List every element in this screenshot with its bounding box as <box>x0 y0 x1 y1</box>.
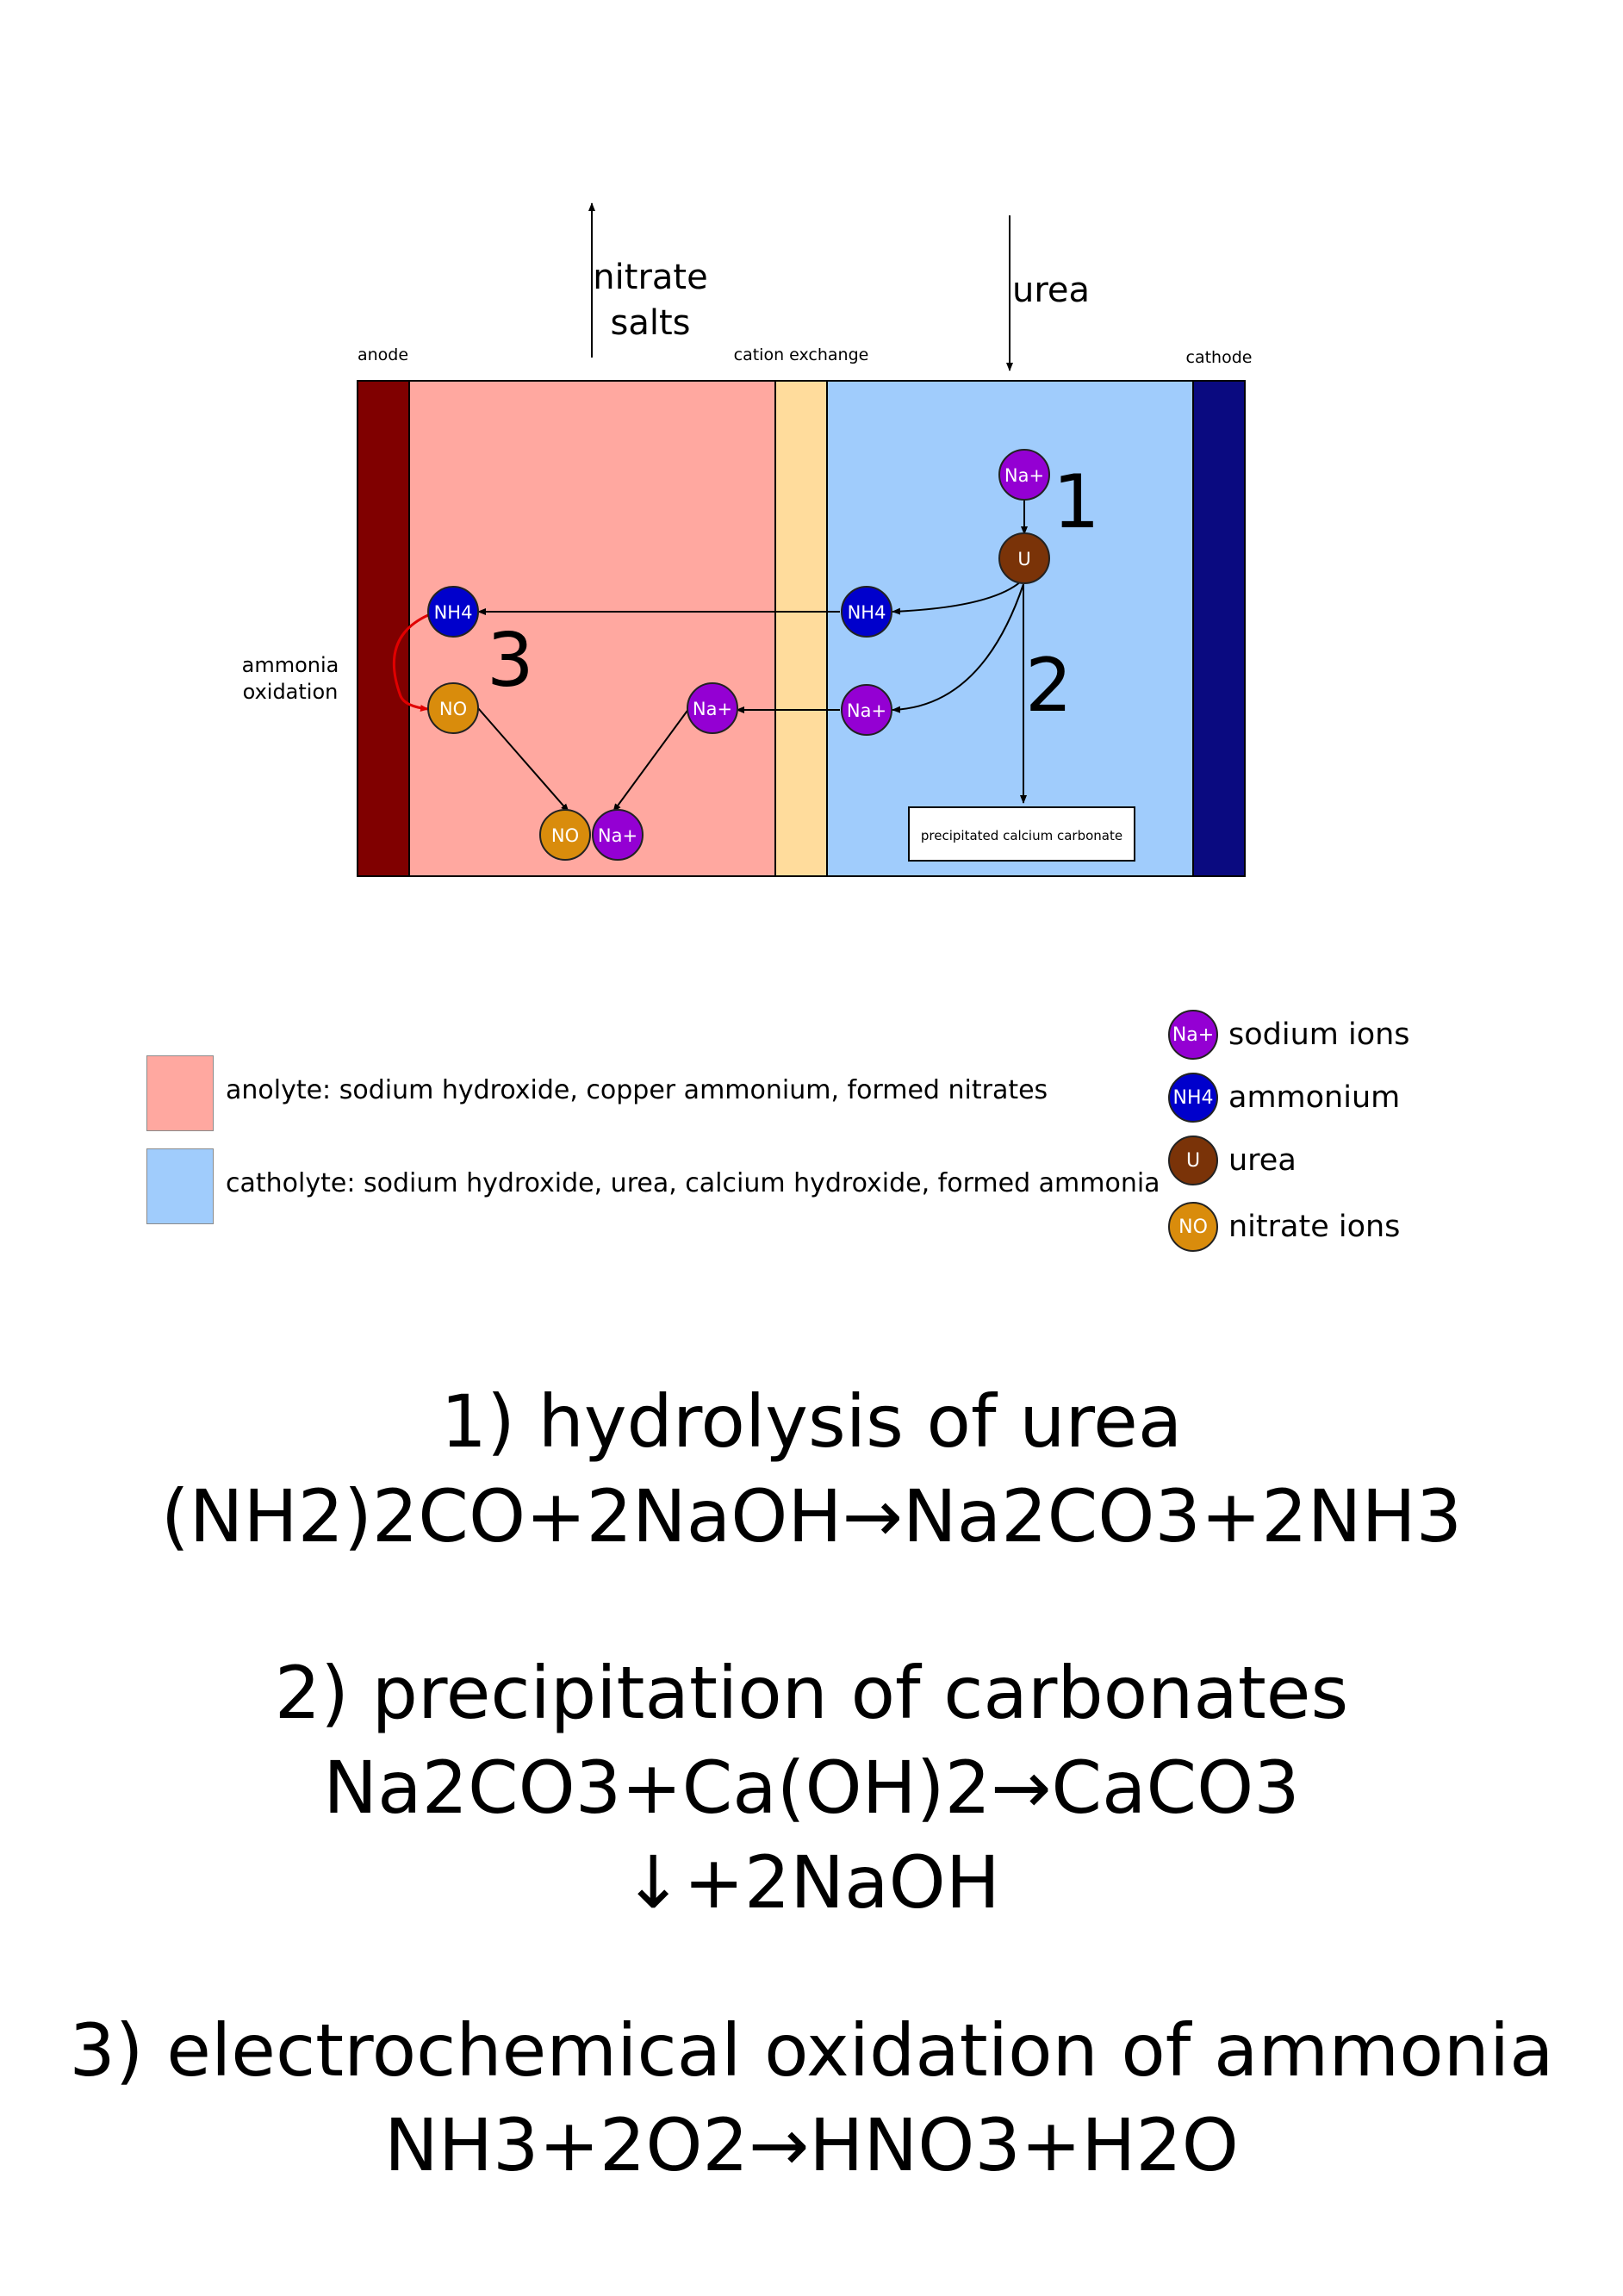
ammonia-oxidation-red-arrow <box>392 613 429 712</box>
equation-1-formula: (NH2)2CO+2NaOH→Na2CO3+2NH3 <box>160 1474 1463 1559</box>
sodium-ion-anolyte: Na+ <box>687 682 738 734</box>
svg-text:NO: NO <box>551 825 579 846</box>
urea-legend-icon: U <box>1168 1136 1218 1185</box>
equation-3-title: 3) electrochemical oxidation of ammonia <box>69 2008 1554 2093</box>
electrolysis-cell-diagram: anode cation exchange cathode nitrate sa… <box>242 202 1253 877</box>
sodium-ion-salt: Na+ <box>592 809 644 861</box>
cation-exchange-membrane <box>774 380 828 877</box>
legend-ammonium: NH4 ammonium <box>1168 1073 1400 1123</box>
precipitate-label: precipitated calcium carbonate <box>921 828 1122 843</box>
anolyte-swatch <box>146 1055 214 1131</box>
equation-2-block: 2) precipitation of carbonates Na2CO3+Ca… <box>0 1646 1623 1930</box>
catholyte-legend-text: catholyte: sodium hydroxide, urea, calci… <box>226 1168 1160 1198</box>
svg-text:U: U <box>1017 549 1030 569</box>
legend-urea: U urea <box>1168 1136 1297 1185</box>
step-2-number: 2 <box>1025 643 1073 729</box>
cathode-label: cathode <box>1186 348 1253 367</box>
urea-to-nh4-curve <box>892 581 1022 615</box>
svg-text:NH4: NH4 <box>434 602 473 623</box>
svg-text:Na+: Na+ <box>847 700 886 721</box>
urea-to-na-curve <box>892 583 1024 713</box>
ammonia-oxidation-label-1: ammonia <box>242 653 339 677</box>
equation-2-formula-line1: Na2CO3+Ca(OH)2→CaCO3 <box>323 1745 1300 1830</box>
na-to-salt-arrow <box>613 707 690 812</box>
sodium-legend-icon: Na+ <box>1168 1010 1218 1060</box>
nitrate-ion-anolyte: NO <box>427 682 479 734</box>
nitrate-legend-label: nitrate ions <box>1228 1210 1401 1244</box>
nitrate-legend-icon: NO <box>1168 1202 1218 1252</box>
anolyte-legend-text: anolyte: sodium hydroxide, copper ammoni… <box>226 1075 1048 1105</box>
equation-1-title: 1) hydrolysis of urea <box>440 1379 1183 1464</box>
membrane-label: cation exchange <box>734 345 869 364</box>
svg-text:NO: NO <box>439 699 467 719</box>
sodium-legend-label: sodium ions <box>1228 1017 1410 1052</box>
equation-2-title: 2) precipitation of carbonates <box>274 1651 1349 1735</box>
precipitate-box <box>908 806 1135 862</box>
equation-2-formula-line2: ↓+2NaOH <box>623 1840 1000 1925</box>
step-3-number: 3 <box>487 618 534 704</box>
step-1-number: 1 <box>1053 459 1100 545</box>
legend-nitrate-ions: NO nitrate ions <box>1168 1202 1400 1252</box>
svg-text:Na+: Na+ <box>598 825 637 846</box>
urea-legend-label: urea <box>1228 1143 1297 1178</box>
nitrate-salts-label-2: salts <box>611 303 691 343</box>
nitrate-salts-label-1: nitrate <box>593 258 707 297</box>
urea-molecule-catholyte: U <box>998 532 1050 584</box>
svg-text:NH4: NH4 <box>848 602 886 623</box>
sodium-ion-catholyte-top: Na+ <box>998 449 1050 501</box>
legend-sodium-ions: Na+ sodium ions <box>1168 1010 1410 1060</box>
ammonium-ion-anolyte: NH4 <box>427 586 479 638</box>
no-to-salt-arrow <box>477 707 569 812</box>
anode-electrode <box>357 380 410 877</box>
equation-1-block: 1) hydrolysis of urea (NH2)2CO+2NaOH→Na2… <box>0 1374 1623 1564</box>
ammonium-ion-catholyte: NH4 <box>841 586 892 638</box>
catholyte-swatch <box>146 1148 214 1224</box>
sodium-ion-catholyte-lower: Na+ <box>841 684 892 736</box>
ammonium-legend-label: ammonium <box>1228 1080 1401 1115</box>
nitrate-ion-salt: NO <box>539 809 591 861</box>
cathode-electrode <box>1192 380 1246 877</box>
equation-3-block: 3) electrochemical oxidation of ammonia … <box>0 2003 1623 2193</box>
svg-text:Na+: Na+ <box>693 699 732 719</box>
ammonium-legend-icon: NH4 <box>1168 1073 1218 1123</box>
equation-3-formula: NH3+2O2→HNO3+H2O <box>384 2103 1239 2187</box>
urea-in-label: urea <box>1012 271 1090 310</box>
anode-label: anode <box>358 345 408 364</box>
ammonia-oxidation-label-2: oxidation <box>243 680 339 704</box>
svg-text:Na+: Na+ <box>1004 465 1044 486</box>
